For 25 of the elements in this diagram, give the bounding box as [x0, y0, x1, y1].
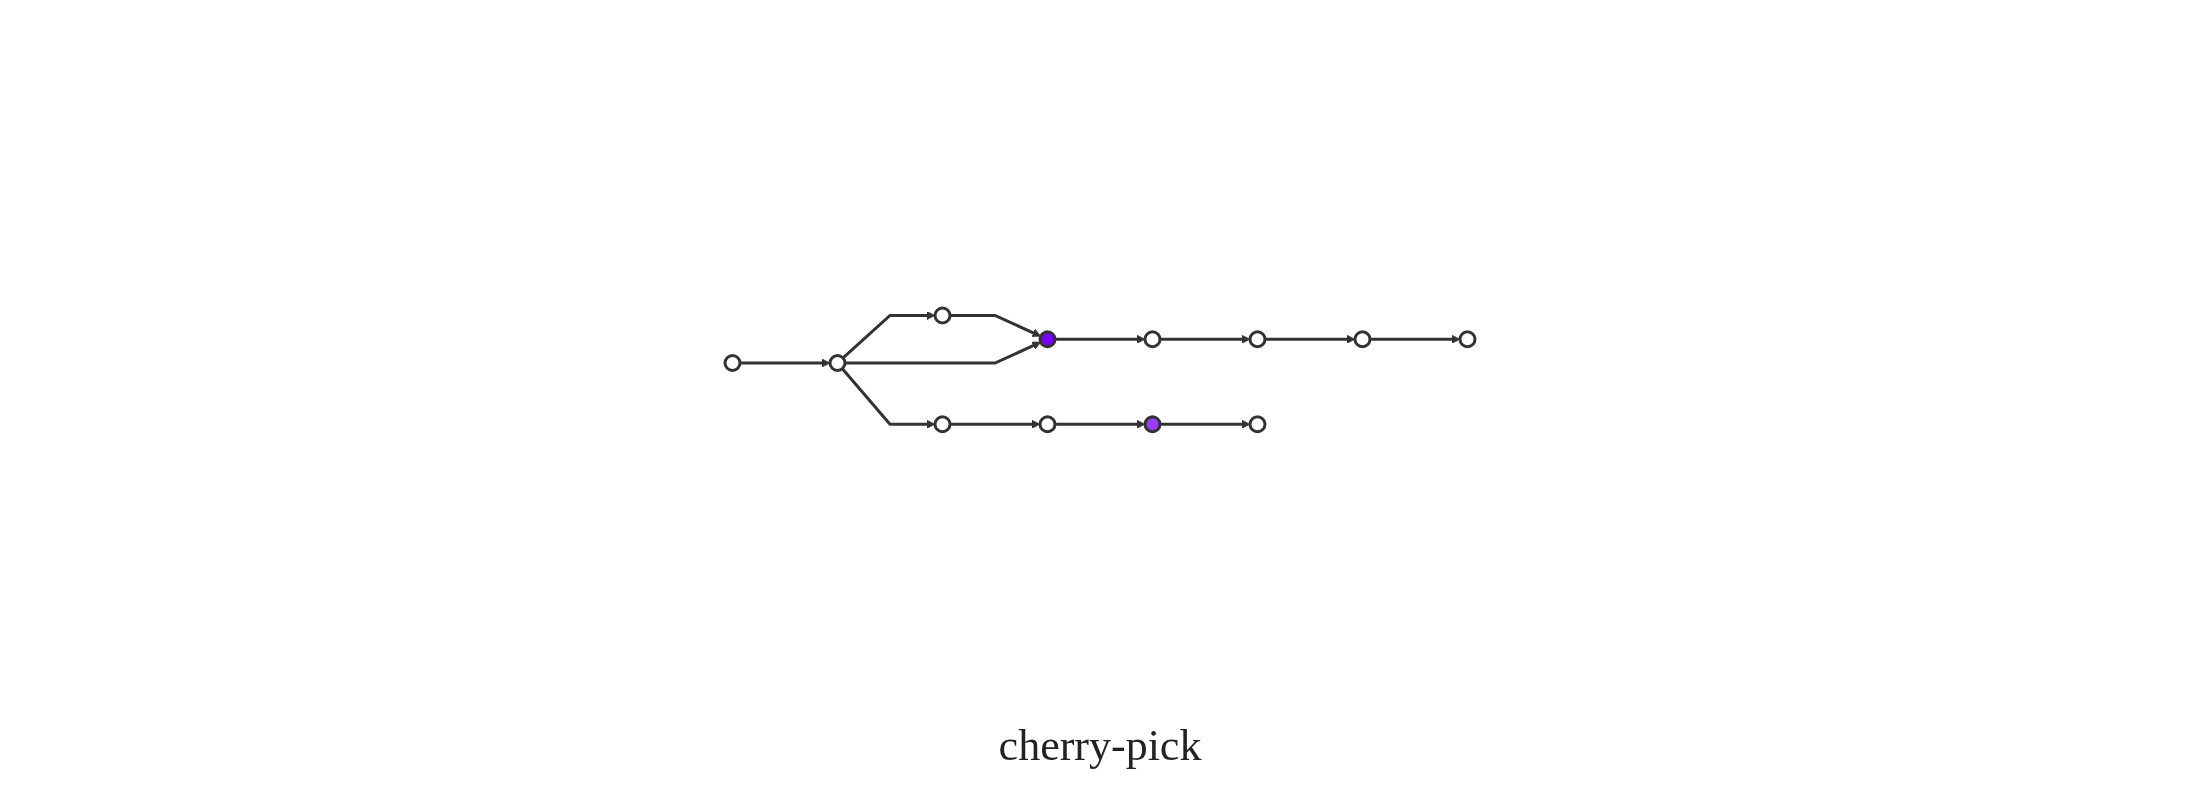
caption: cherry-pick — [998, 719, 1202, 771]
arrow — [1265, 334, 1356, 344]
node-circle — [1038, 414, 1057, 433]
node-circle — [1458, 329, 1477, 348]
node-circle — [828, 353, 847, 372]
node-circle — [1353, 329, 1372, 348]
node-circle — [1038, 329, 1057, 348]
arrow — [1055, 419, 1146, 429]
node-circle — [723, 353, 742, 372]
node-circle — [1143, 329, 1162, 348]
arrow — [1055, 334, 1146, 344]
arrow — [1370, 334, 1461, 344]
node-circle — [933, 414, 952, 433]
arrow — [1160, 419, 1251, 429]
node-circle — [1143, 414, 1162, 433]
node-circle — [933, 306, 952, 325]
arrow — [842, 310, 936, 359]
arrow — [950, 313, 1042, 337]
arrow — [841, 367, 936, 429]
arrow — [950, 419, 1041, 429]
node-circle — [1248, 414, 1267, 433]
arrow — [1160, 334, 1251, 344]
arrow — [740, 358, 831, 368]
arrow — [845, 341, 1042, 365]
node-circle — [1248, 329, 1267, 348]
